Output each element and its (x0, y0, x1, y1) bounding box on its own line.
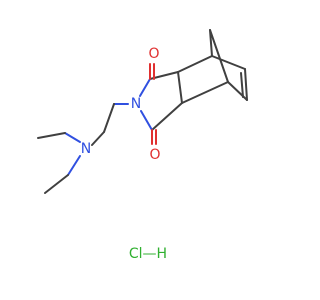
bond-c2-c3 (177, 71, 183, 104)
bond-ch2-ch2 (103, 103, 115, 133)
bond-c5-bridge (209, 29, 213, 57)
bond-c8-c3 (181, 81, 229, 104)
bond-c6-c7 (244, 68, 248, 101)
hydrochloride-label: Cl—H (129, 246, 167, 262)
bond-bridge-c8 (209, 29, 229, 83)
bond-c5-c6 (211, 55, 246, 70)
bond-ethyl2-ch3 (44, 174, 69, 194)
bond-c7-c8 (227, 81, 248, 101)
bond-c3-c4 (151, 102, 183, 131)
oxygen-bottom: O (149, 147, 160, 163)
nitrogen-amine: N (81, 141, 91, 157)
molecule-canvas: O O N N Cl—H (37, 29, 248, 262)
bond-c6-c7-inner (240, 72, 244, 98)
bond-c4-n (140, 110, 153, 131)
bond-ethyl1-ch3 (37, 132, 66, 139)
bond-c2-c5 (177, 55, 213, 73)
oxygen-top: O (148, 46, 159, 62)
bond-c1-n (139, 78, 151, 97)
nitrogen-imide: N (131, 96, 141, 112)
structure-diagram: O O N N Cl—H (37, 29, 248, 262)
bond-namine-ethyl2 (67, 155, 81, 176)
bond-ch2-namine (91, 131, 105, 146)
bond-namine-ethyl1 (64, 132, 81, 143)
